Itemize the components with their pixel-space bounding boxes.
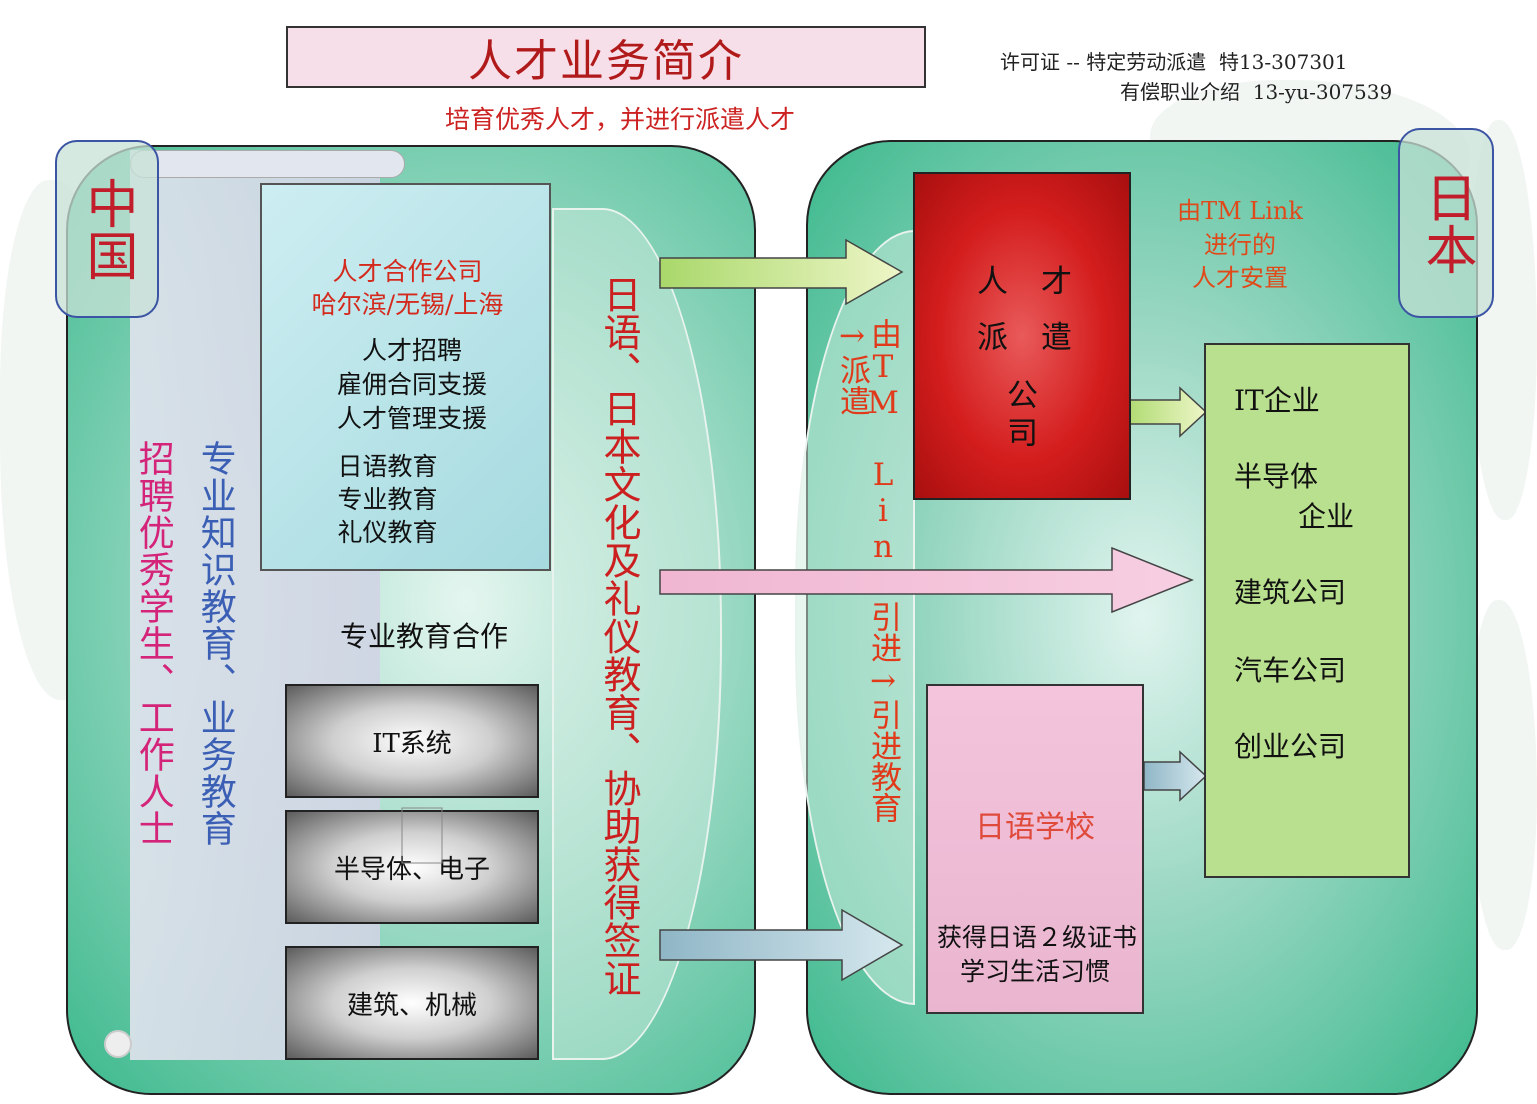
education-japanese: 日语教育 bbox=[337, 452, 438, 481]
title-banner: 人才业务简介 bbox=[286, 26, 926, 88]
page-subtitle: 培育优秀人才，并进行派遣人才 bbox=[444, 105, 795, 134]
dispatch-company-box: 人 才 派 遣 公 司 bbox=[913, 172, 1131, 500]
dispatch-char-2: 才 bbox=[1041, 264, 1072, 300]
placement-note-line-2: 进行的 bbox=[1204, 230, 1276, 259]
japan-label: 日本 bbox=[1416, 171, 1476, 275]
school-goal-certificate: 获得日语２级证书 bbox=[936, 923, 1137, 952]
service-management: 人才管理支援 bbox=[336, 404, 487, 433]
school-goal-habits: 学习生活习惯 bbox=[959, 957, 1110, 986]
industry-construction: 建筑公司 bbox=[1234, 576, 1347, 609]
license-line-1: 许可证 -- 特定劳动派遣 特13-307301 bbox=[1000, 50, 1348, 74]
education-text: 专业知识教育、业务教育 bbox=[194, 440, 236, 847]
japanese-school-box: 日语学校 获得日语２级证书 学习生活习惯 bbox=[926, 684, 1144, 1014]
field-it-systems: IT系统 bbox=[285, 684, 539, 798]
training-text: 日语、日本文化及礼仪教育、协助获得签证 bbox=[597, 275, 641, 997]
service-recruit: 人才招聘 bbox=[361, 336, 462, 365]
industry-semiconductor-suffix: 企业 bbox=[1298, 500, 1355, 533]
industry-semiconductor: 半导体 bbox=[1234, 460, 1319, 493]
dispatch-char-3: 派 bbox=[977, 320, 1008, 356]
industry-automotive: 汽车公司 bbox=[1234, 654, 1347, 687]
placement-note-line-3: 人才安置 bbox=[1192, 264, 1288, 293]
japan-label-box: 日本 bbox=[1398, 128, 1494, 318]
education-professional: 专业教育 bbox=[337, 485, 438, 514]
license-line-2: 有偿职业介绍 13-yu-307539 bbox=[1120, 80, 1393, 104]
partner-company-box: 人才合作公司 哈尔滨/无锡/上海 人才招聘 雇佣合同支援 人才管理支援 日语教育… bbox=[260, 183, 551, 571]
school-name: 日语学校 bbox=[975, 810, 1095, 845]
recruit-text: 招聘优秀学生、工作人士 bbox=[132, 440, 174, 847]
arrow-to-industries-middle bbox=[659, 546, 1195, 614]
arrow-to-dispatch bbox=[659, 238, 904, 306]
field-semiconductor: 半导体、电子 bbox=[285, 810, 539, 924]
page-title: 人才业务简介 bbox=[468, 36, 744, 87]
china-label-box: 中国 bbox=[55, 140, 159, 318]
partner-cities: 哈尔滨/无锡/上海 bbox=[311, 290, 504, 319]
background-map-shape bbox=[1470, 600, 1537, 950]
field-construction: 建筑、机械 bbox=[285, 946, 539, 1060]
placement-note: 由TM Link 进行的 人才安置 bbox=[1160, 195, 1320, 296]
dispatch-char-5: 公 bbox=[1007, 378, 1038, 414]
industry-list-box: IT企业 半导体 企业 建筑公司 汽车公司 创业公司 bbox=[1204, 343, 1410, 878]
partner-company-name: 人才合作公司 bbox=[332, 257, 483, 286]
placement-note-line-1: 由TM Link bbox=[1177, 197, 1303, 225]
dispatch-char-4: 遣 bbox=[1041, 320, 1072, 356]
china-label: 中国 bbox=[77, 177, 137, 281]
arrow-dispatch-to-industries bbox=[1119, 386, 1208, 438]
education-etiquette: 礼仪教育 bbox=[337, 518, 438, 547]
arrow-school-to-industries bbox=[1143, 750, 1208, 802]
scroll-top-roll bbox=[130, 150, 405, 178]
dispatch-char-6: 司 bbox=[1007, 416, 1038, 452]
industry-it: IT企业 bbox=[1234, 384, 1320, 417]
cooperation-label: 专业教育合作 bbox=[340, 620, 509, 653]
industry-startup: 创业公司 bbox=[1234, 730, 1347, 763]
scroll-bottom-curl bbox=[104, 1030, 132, 1058]
service-contract: 雇佣合同支援 bbox=[336, 370, 487, 399]
dispatch-char-1: 人 bbox=[977, 264, 1008, 300]
arrow-to-school bbox=[659, 908, 904, 982]
